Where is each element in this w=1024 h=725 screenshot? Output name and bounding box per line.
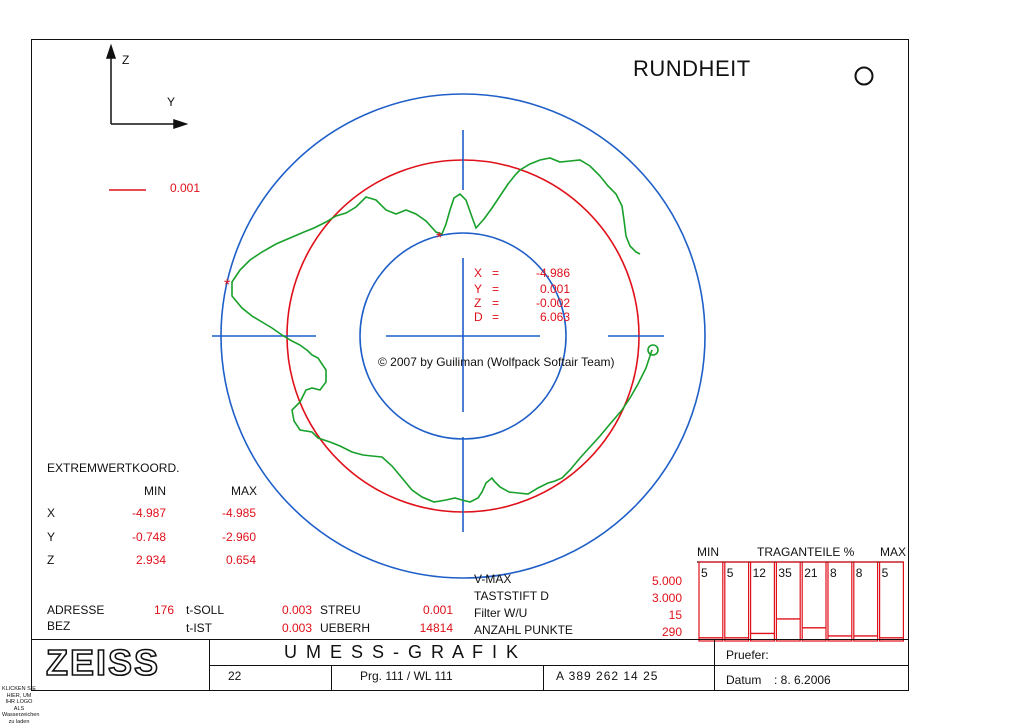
traganteile-value: 5 (881, 566, 889, 580)
extrema-max: 0.654 (225, 553, 256, 567)
extreme-marker-icon: * (436, 230, 442, 247)
readout-label: D (474, 310, 483, 324)
readout-eq: = (492, 282, 500, 296)
traganteile-cell (827, 561, 853, 642)
vmax-value: 5.000 (651, 574, 682, 588)
extrema-min-header: MIN (144, 484, 166, 498)
program-title: U M E S S - G R A F I K (284, 642, 521, 662)
legend-value: 0.001 (170, 181, 201, 195)
z-axis-label: Z (122, 53, 130, 67)
adresse-value: 176 (153, 603, 174, 617)
roundness-symbol-icon (854, 66, 874, 86)
extrema-title: EXTREMWERTKOORD. (47, 461, 180, 475)
filter-value: 15 (668, 608, 682, 622)
traganteile-value: 35 (778, 566, 792, 580)
readout-eq: = (492, 310, 500, 324)
traganteile-value: 8 (855, 566, 863, 580)
axis-indicator-icon (105, 43, 189, 130)
traganteile-cell (853, 561, 879, 642)
datum-label: Datum (726, 673, 762, 687)
streu-value: 0.001 (422, 603, 453, 617)
extrema-axis: Y (47, 530, 56, 544)
tist-value: 0.003 (281, 621, 312, 635)
traganteile-value: 12 (752, 566, 766, 580)
page-title: RUNDHEIT (633, 56, 751, 81)
logo-watermark-note[interactable]: KLICKEN SIE HIER, UM IHR LOGO ALS Wasser… (2, 686, 40, 725)
adresse-label: ADRESSE (47, 603, 105, 617)
ueberh-label: UEBERH (320, 621, 371, 635)
datum-value: : 8. 6.2006 (774, 673, 831, 687)
extrema-max-header: MAX (231, 484, 258, 498)
readout-value: 6.063 (539, 310, 570, 324)
end-marker-icon (647, 344, 659, 356)
measured-profile (231, 157, 653, 503)
tist-label: t-IST (186, 621, 212, 635)
readout-label: Z (474, 296, 482, 310)
traganteile-cell (801, 561, 827, 642)
traganteile-cell (878, 561, 904, 642)
crosshair (212, 130, 664, 532)
traganteile-max-label: MAX (880, 545, 907, 559)
readout-value: -4.986 (535, 266, 570, 280)
drawing-sheet (31, 39, 909, 691)
traganteile-value: 8 (830, 566, 837, 580)
tsoll-label: t-SOLL (186, 603, 225, 617)
traganteile-min-label: MIN (697, 545, 719, 559)
readout-eq: = (492, 296, 500, 310)
traganteile-cell (698, 561, 724, 642)
drawing-number: 22 (228, 669, 242, 683)
taststift-label: TASTSTIFT D (474, 589, 549, 603)
extrema-min: -4.987 (131, 506, 166, 520)
taststift-value: 3.000 (651, 591, 682, 605)
traganteile-cell (775, 561, 801, 642)
traganteile-cell (724, 561, 750, 642)
punkte-value: 290 (661, 625, 682, 639)
extrema-axis: X (47, 506, 56, 520)
readout-label: Y (474, 282, 483, 296)
extreme-marker-icon: * (224, 277, 230, 294)
extrema-min: -0.748 (131, 530, 166, 544)
punkte-label: ANZAHL PUNKTE (474, 623, 573, 637)
extrema-max: -4.985 (221, 506, 256, 520)
tsoll-value: 0.003 (281, 603, 312, 617)
vmax-label: V-MAX (474, 572, 512, 586)
readout-value: 0.001 (539, 282, 570, 296)
part-code: A 389 262 14 25 (556, 669, 659, 683)
bez-label: BEZ (47, 619, 71, 633)
streu-label: STREU (320, 603, 361, 617)
extrema-axis: Z (47, 553, 55, 567)
pruefer-label: Pruefer: (726, 648, 769, 662)
traganteile-cell (749, 561, 775, 642)
readout-label: X (474, 266, 483, 280)
y-axis-label: Y (167, 95, 176, 109)
ueberh-value: 14814 (419, 621, 453, 635)
traganteile-value: 5 (701, 566, 708, 580)
program-reference: Prg. 111 / WL 111 (360, 669, 453, 683)
readout-eq: = (492, 266, 500, 280)
traganteile-value: 5 (726, 566, 734, 580)
traganteile-value: 21 (804, 566, 818, 580)
zeiss-logo: ZEISS (44, 641, 186, 686)
extrema-min: 2.934 (135, 553, 166, 567)
watermark-text: © 2007 by Guiliman (Wolfpack Softair Tea… (378, 355, 615, 369)
readout-value: -0.002 (535, 296, 570, 310)
traganteile-title: TRAGANTEILE % (757, 545, 855, 559)
extrema-max: -2.960 (221, 530, 256, 544)
zeiss-logo-text: ZEISS (46, 643, 160, 681)
filter-label: Filter W/U (474, 606, 528, 620)
